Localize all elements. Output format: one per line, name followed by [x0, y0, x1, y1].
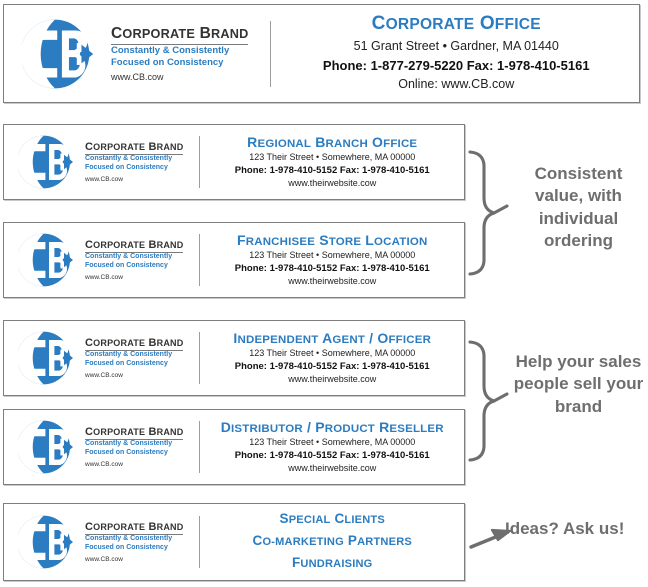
- brand-tagline-line-2: Focused on Consistency: [85, 164, 168, 171]
- office-address: 51 Grant Street • Gardner, MA 01440: [353, 39, 559, 53]
- brand-name: CORPORATE BRAND: [85, 426, 184, 441]
- office-address: 123 Their Street • Somewhere, MA 00000: [249, 151, 416, 162]
- brand-tagline-line-2: Focused on Consistency: [111, 56, 224, 68]
- brace-tick-2: [492, 392, 509, 403]
- card-divider: [199, 421, 201, 473]
- brand-text-block: CORPORATE BRAND Constantly & Consistentl…: [85, 337, 184, 379]
- special-clients-line-1: SPECIAL CLIENTS: [279, 511, 385, 527]
- cb-circle-logo-icon: [16, 233, 73, 287]
- brand-tagline-line-2: Focused on Consistency: [85, 544, 168, 551]
- cb-circle-logo-icon: [16, 420, 73, 474]
- brand-url: www.CB.cow: [85, 460, 123, 468]
- brand-url: www.CB.cow: [85, 273, 123, 281]
- curly-brace-icon-1: [468, 150, 496, 276]
- office-title: DISTRIBUTOR / PRODUCT RESELLER: [220, 418, 444, 435]
- special-clients-card[interactable]: CORPORATE BRAND Constantly & Consistentl…: [3, 503, 465, 581]
- brand-tagline-line-1: Constantly & Consistently: [85, 351, 173, 359]
- cb-circle-logo-icon: [16, 135, 73, 189]
- brand-tagline-line-1: Constantly & Consistently: [85, 155, 173, 163]
- office-website: www.theirwebsite.cow: [288, 374, 377, 385]
- distributor-product-reseller-card[interactable]: CORPORATE BRAND Constantly & Consistentl…: [3, 409, 465, 485]
- brand-tagline-line-2: Focused on Consistency: [85, 262, 168, 269]
- regional-branch-office-card[interactable]: CORPORATE BRAND Constantly & Consistentl…: [3, 124, 465, 200]
- brand-logo-block: CORPORATE BRAND Constantly & Consistentl…: [4, 232, 184, 288]
- office-website: www.theirwebsite.cow: [288, 178, 377, 189]
- special-clients-line-2: CO-MARKETING PARTNERS: [252, 533, 412, 549]
- office-phone-fax: Phone: 1-978-410-5152 Fax: 1-978-410-516…: [234, 164, 430, 176]
- card-divider: [199, 136, 201, 188]
- brand-tagline-line-1: Constantly & Consistently: [85, 440, 173, 448]
- office-info-block: FRANCHISEE STORE LOCATION 123 Their Stre…: [200, 232, 464, 289]
- brand-name: CORPORATE BRAND: [85, 239, 184, 254]
- cb-circle-logo-icon: CB: [19, 19, 94, 88]
- brand-logo-block: CORPORATE BRAND Constantly & Consistentl…: [4, 134, 184, 190]
- brand-text-block: CORPORATE BRAND Constantly & Consistentl…: [85, 426, 184, 468]
- brand-url: www.CB.cow: [85, 555, 123, 563]
- office-phone-fax: Phone: 1-978-410-5152 Fax: 1-978-410-516…: [234, 449, 430, 461]
- cb-circle-logo-icon: [16, 515, 73, 569]
- office-phone-fax: Phone: 1-978-410-5152 Fax: 1-978-410-516…: [234, 360, 430, 372]
- special-clients-line-3: FUNDRAISING: [291, 554, 373, 570]
- office-phone-fax: Phone: 1-978-410-5152 Fax: 1-978-410-516…: [234, 262, 430, 274]
- brand-text-block: CORPORATE BRAND Constantly & Consistentl…: [111, 25, 249, 83]
- brand-tagline-line-2: Focused on Consistency: [85, 360, 168, 367]
- brand-tagline-line-1: Constantly & Consistently: [85, 253, 173, 261]
- curly-brace-icon-2: [468, 340, 496, 462]
- office-address: 123 Their Street • Somewhere, MA 00000: [249, 347, 416, 358]
- brand-name: CORPORATE BRAND: [85, 521, 184, 536]
- office-title: FRANCHISEE STORE LOCATION: [236, 231, 428, 248]
- brand-tagline-line-1: Constantly & Consistently: [111, 44, 230, 56]
- brand-tagline-line-1: Constantly & Consistently: [85, 535, 173, 543]
- annotation-ideas-ask-us: Ideas? Ask us!: [505, 519, 625, 538]
- office-address: 123 Their Street • Somewhere, MA 00000: [249, 249, 416, 260]
- brand-text-block: CORPORATE BRAND Constantly & Consistentl…: [85, 141, 184, 183]
- card-divider: [199, 516, 201, 568]
- office-info-block: INDEPENDENT AGENT / OFFICER 123 Their St…: [200, 330, 464, 387]
- brand-logo-block: CORPORATE BRAND Constantly & Consistentl…: [4, 514, 184, 570]
- brand-name: CORPORATE BRAND: [85, 337, 184, 352]
- office-title: INDEPENDENT AGENT / OFFICER: [233, 329, 432, 346]
- franchisee-store-location-card[interactable]: CORPORATE BRAND Constantly & Consistentl…: [3, 222, 465, 298]
- independent-agent-officer-card[interactable]: CORPORATE BRAND Constantly & Consistentl…: [3, 320, 465, 396]
- office-website: www.theirwebsite.cow: [288, 276, 377, 287]
- office-title: REGIONAL BRANCH OFFICE: [247, 133, 418, 150]
- brand-text-block: CORPORATE BRAND Constantly & Consistentl…: [85, 521, 184, 563]
- brace-tick-1: [492, 204, 509, 215]
- office-title: CORPORATE OFFICE: [371, 13, 541, 34]
- brand-logo-block: CB CORPORATE BRAND Constantly & Consiste…: [4, 18, 249, 90]
- office-info-block: CORPORATE OFFICE 51 Grant Street • Gardn…: [273, 13, 639, 94]
- special-clients-info-block: SPECIAL CLIENTS CO-MARKETING PARTNERS FU…: [200, 509, 464, 575]
- brand-text-block: CORPORATE BRAND Constantly & Consistentl…: [85, 239, 184, 281]
- brand-name: CORPORATE BRAND: [111, 25, 249, 45]
- office-info-block: REGIONAL BRANCH OFFICE 123 Their Street …: [200, 134, 464, 191]
- office-website: www.theirwebsite.cow: [288, 463, 377, 474]
- card-divider: [270, 20, 272, 87]
- brand-url: www.CB.cow: [111, 72, 164, 83]
- annotation-help-sales-people: Help your sales people sell your brand: [513, 352, 644, 416]
- card-divider: [199, 332, 201, 384]
- brand-url: www.CB.cow: [85, 175, 123, 183]
- office-phone-fax: Phone: 1-877-279-5220 Fax: 1-978-410-516…: [322, 57, 590, 73]
- office-online: Online: www.CB.cow: [398, 77, 515, 92]
- brand-logo-block: CORPORATE BRAND Constantly & Consistentl…: [4, 330, 184, 386]
- brand-url: www.CB.cow: [85, 371, 123, 379]
- office-info-block: DISTRIBUTOR / PRODUCT RESELLER 123 Their…: [200, 419, 464, 476]
- brand-name: CORPORATE BRAND: [85, 141, 184, 156]
- office-address: 123 Their Street • Somewhere, MA 00000: [249, 436, 416, 447]
- brand-logo-block: CORPORATE BRAND Constantly & Consistentl…: [4, 419, 184, 475]
- brand-tagline-line-2: Focused on Consistency: [85, 449, 168, 456]
- card-divider: [199, 234, 201, 286]
- corporate-office-card[interactable]: CB CORPORATE BRAND Constantly & Consiste…: [3, 4, 640, 103]
- annotation-consistent-value: Consistent value, with individual orderi…: [534, 164, 623, 251]
- cb-circle-logo-icon: [16, 331, 73, 385]
